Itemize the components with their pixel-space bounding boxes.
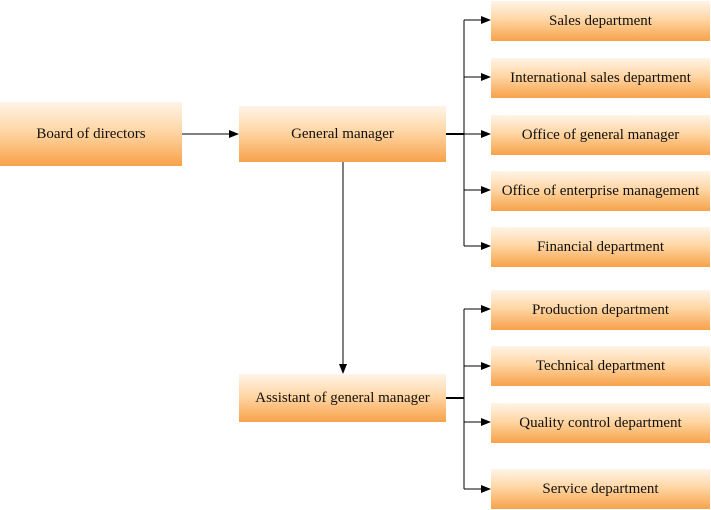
department-label: Office of enterprise management xyxy=(501,182,700,199)
international-sales-department-box: International sales department xyxy=(491,58,710,98)
technical-department-box: Technical department xyxy=(491,346,710,386)
office-of-general-manager-box: Office of general manager xyxy=(491,115,710,155)
financial-department-box: Financial department xyxy=(491,227,710,267)
production-department-box: Production department xyxy=(491,290,710,330)
department-label: Technical department xyxy=(535,357,666,374)
general-manager-box: General manager xyxy=(239,106,446,162)
department-label: Financial department xyxy=(536,238,665,255)
department-label: Office of general manager xyxy=(521,126,680,143)
board-of-directors-box: Board of directors xyxy=(0,102,182,166)
department-label: Quality control department xyxy=(519,414,682,431)
department-label: International sales department xyxy=(510,69,691,86)
sales-department-box: Sales department xyxy=(491,1,710,41)
department-label: Sales department xyxy=(549,12,652,29)
board-of-directors-label: Board of directors xyxy=(36,125,146,142)
quality-control-department-box: Quality control department xyxy=(491,403,710,443)
assistant-general-manager-label: Assistant of general manager xyxy=(255,389,430,406)
department-label: Production department xyxy=(531,301,670,318)
assistant-general-manager-box: Assistant of general manager xyxy=(239,374,446,422)
general-manager-label: General manager xyxy=(291,125,394,142)
service-department-box: Service department xyxy=(491,469,710,509)
office-of-enterprise-management-box: Office of enterprise management xyxy=(491,171,710,211)
department-label: Service department xyxy=(542,480,659,497)
